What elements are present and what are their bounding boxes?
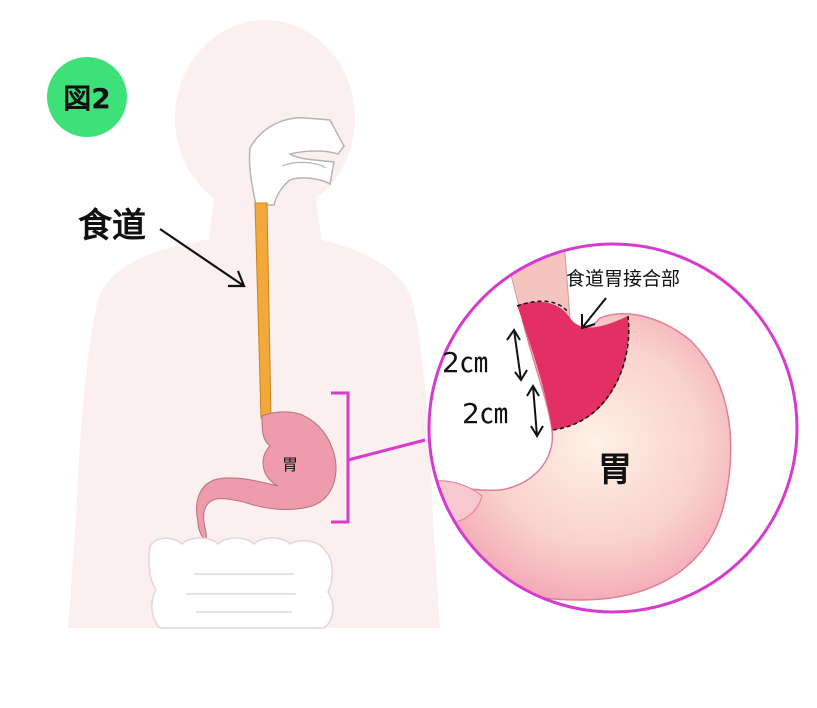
figure-badge: 図2 xyxy=(47,57,127,137)
lower-distance-label: 2㎝ xyxy=(462,397,508,430)
upper-distance-label: 2㎝ xyxy=(442,346,488,379)
body-silhouette xyxy=(68,20,440,628)
head-cavity xyxy=(248,117,345,206)
upper-distance-arrow xyxy=(506,328,528,382)
gastroesophageal-junction xyxy=(517,301,629,430)
figure-badge-label: 図2 xyxy=(63,82,110,115)
stomach-small xyxy=(196,411,337,541)
stomach-label-detail: 胃 xyxy=(598,450,632,490)
stomach-label-small: 胃 xyxy=(282,455,298,474)
lower-distance-arrow xyxy=(526,384,544,438)
intestines xyxy=(148,537,334,629)
esophagus-label: 食道 xyxy=(78,206,146,246)
stomach-detail xyxy=(429,313,732,601)
magnifier-ring xyxy=(427,242,799,614)
magnifier-view xyxy=(427,242,799,614)
zoom-bracket xyxy=(331,391,426,524)
junction-label: 食道胃接合部 xyxy=(566,268,680,290)
esophagus-pointer-arrow xyxy=(159,228,246,288)
junction-pointer-arrow xyxy=(581,297,607,330)
